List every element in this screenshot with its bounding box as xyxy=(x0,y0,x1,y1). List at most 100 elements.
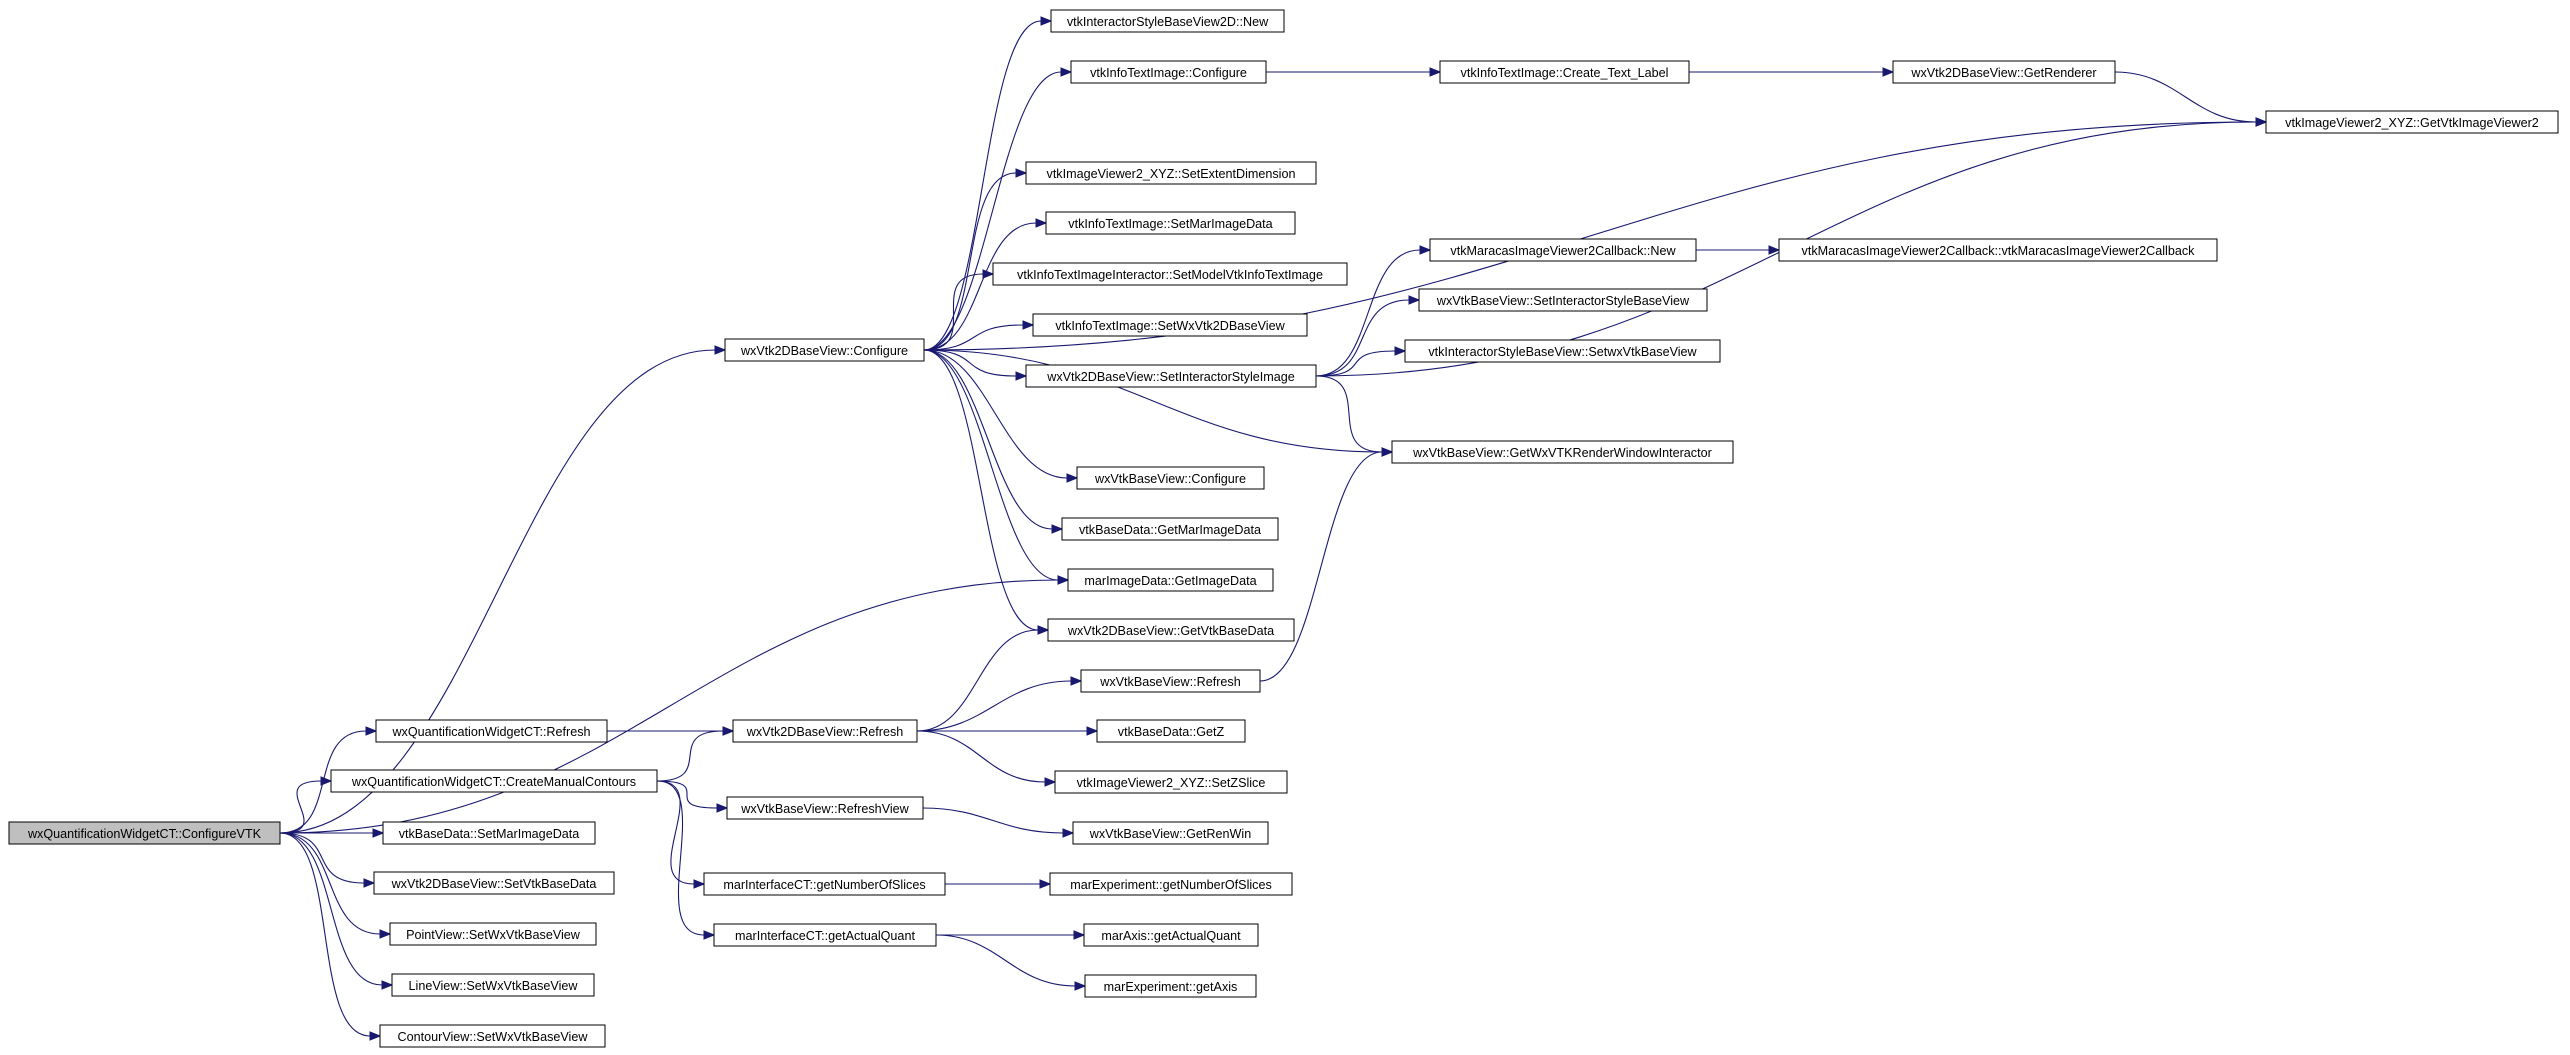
node-box[interactable] xyxy=(1439,60,1690,84)
node-box[interactable] xyxy=(1025,364,1317,388)
node-box[interactable] xyxy=(1054,770,1288,794)
node-configurevtk[interactable]: wxQuantificationWidgetCT::ConfigureVTK xyxy=(8,821,281,845)
arrowhead-vb-refresh xyxy=(1070,676,1083,686)
node-label: vtkInfoTextImage::SetWxVtk2DBaseView xyxy=(1055,319,1285,333)
node-mic-getnumslices[interactable]: marInterfaceCT::getNumberOfSlices xyxy=(703,872,946,896)
node-label: vtkImageViewer2_XYZ::GetVtkImageViewer2 xyxy=(2285,116,2539,130)
node-iv2-setextent[interactable]: vtkImageViewer2_XYZ::SetExtentDimension xyxy=(1025,161,1317,185)
node-v2d-refresh[interactable]: wxVtk2DBaseView::Refresh xyxy=(732,719,918,743)
node-box[interactable] xyxy=(1778,238,2218,262)
node-bd-setmarimage[interactable]: vtkBaseData::SetMarImageData xyxy=(382,821,596,845)
node-label: vtkImageViewer2_XYZ::SetExtentDimension xyxy=(1047,167,1296,181)
node-vb-refreshview[interactable]: wxVtkBaseView::RefreshView xyxy=(726,796,924,820)
node-vb-getrenwin[interactable]: wxVtkBaseView::GetRenWin xyxy=(1072,821,1269,845)
node-info-createlabel[interactable]: vtkInfoTextImage::Create_Text_Label xyxy=(1439,60,1690,84)
node-v2d-configure[interactable]: wxVtk2DBaseView::Configure xyxy=(724,338,925,362)
node-box[interactable] xyxy=(1050,9,1285,33)
node-box[interactable] xyxy=(375,719,608,743)
node-box[interactable] xyxy=(732,719,918,743)
node-box[interactable] xyxy=(1047,618,1295,642)
node-maracas-new[interactable]: vtkMaracasImageViewer2Callback::New xyxy=(1429,238,1697,262)
node-box[interactable] xyxy=(1072,821,1269,845)
node-box[interactable] xyxy=(330,769,658,793)
node-label: wxVtk2DBaseView::Refresh xyxy=(746,725,904,739)
node-v2d-setinteractorstyle[interactable]: wxVtk2DBaseView::SetInteractorStyleImage xyxy=(1025,364,1317,388)
node-box[interactable] xyxy=(2265,110,2559,134)
node-box[interactable] xyxy=(1391,440,1734,464)
node-box[interactable] xyxy=(724,338,925,362)
node-box[interactable] xyxy=(726,796,924,820)
node-box[interactable] xyxy=(1032,313,1308,337)
edge-configurevtk-to-v2d-configure xyxy=(279,349,716,834)
node-box[interactable] xyxy=(1892,60,2116,84)
node-qw-refresh[interactable]: wxQuantificationWidgetCT::Refresh xyxy=(375,719,608,743)
node-label: wxVtk2DBaseView::SetInteractorStyleImage xyxy=(1046,370,1295,384)
node-iv2-getvtkimageviewer2[interactable]: vtkImageViewer2_XYZ::GetVtkImageViewer2 xyxy=(2265,110,2559,134)
node-contour-setwx[interactable]: ContourView::SetWxVtkBaseView xyxy=(379,1024,606,1048)
node-info-setmarimage[interactable]: vtkInfoTextImage::SetMarImageData xyxy=(1045,211,1296,235)
node-iv2-setzslice[interactable]: vtkImageViewer2_XYZ::SetZSlice xyxy=(1054,770,1288,794)
node-box[interactable] xyxy=(1096,719,1246,743)
arrowhead-qw-refresh xyxy=(365,726,378,736)
node-box[interactable] xyxy=(391,973,595,997)
node-style2d-new[interactable]: vtkInteractorStyleBaseView2D::New xyxy=(1050,9,1285,33)
node-box[interactable] xyxy=(8,821,281,845)
node-box[interactable] xyxy=(1070,60,1267,84)
node-box[interactable] xyxy=(703,872,946,896)
node-vb-getrenderwindowinteractor[interactable]: wxVtkBaseView::GetWxVTKRenderWindowInter… xyxy=(1391,440,1734,464)
node-box[interactable] xyxy=(1049,872,1293,896)
node-axis-getactualquant[interactable]: marAxis::getActualQuant xyxy=(1083,923,1259,947)
node-isb-setwx[interactable]: vtkInteractorStyleBaseView::SetwxVtkBase… xyxy=(1404,339,1721,363)
node-label: vtkMaracasImageViewer2Callback::vtkMarac… xyxy=(1802,244,2196,258)
arrowhead-iv2-getvtkimageviewer2 xyxy=(2255,117,2268,127)
edge-v2d-getrenderer-to-iv2-getvtkimageviewer2 xyxy=(2114,71,2257,123)
edge-configurevtk-to-line-setwx xyxy=(279,832,383,986)
node-box[interactable] xyxy=(1080,669,1261,693)
node-box[interactable] xyxy=(1084,974,1257,998)
node-vb-setinteractorstyle[interactable]: wxVtkBaseView::SetInteractorStyleBaseVie… xyxy=(1418,288,1708,312)
node-mic-getactualquant[interactable]: marInterfaceCT::getActualQuant xyxy=(713,923,937,947)
node-label: marAxis::getActualQuant xyxy=(1101,929,1241,943)
node-infointer-setmodel[interactable]: vtkInfoTextImageInteractor::SetModelVtkI… xyxy=(992,262,1348,286)
node-box[interactable] xyxy=(382,821,596,845)
node-box[interactable] xyxy=(1045,211,1296,235)
node-info-configure[interactable]: vtkInfoTextImage::Configure xyxy=(1070,60,1267,84)
node-v2d-getvtkbasedata[interactable]: wxVtk2DBaseView::GetVtkBaseData xyxy=(1047,618,1295,642)
node-box[interactable] xyxy=(379,1024,606,1048)
node-point-setwx[interactable]: PointView::SetWxVtkBaseView xyxy=(389,922,597,946)
node-exp-getaxis[interactable]: marExperiment::getAxis xyxy=(1084,974,1257,998)
node-vb-configure[interactable]: wxVtkBaseView::Configure xyxy=(1076,466,1265,490)
node-label: wxVtk2DBaseView::GetRenderer xyxy=(1910,66,2096,80)
node-box[interactable] xyxy=(1404,339,1721,363)
node-maracas-ctor[interactable]: vtkMaracasImageViewer2Callback::vtkMarac… xyxy=(1778,238,2218,262)
node-box[interactable] xyxy=(1429,238,1697,262)
edge-v2d-configure-to-vb-getrenderwindowinteractor xyxy=(923,349,1383,453)
node-line-setwx[interactable]: LineView::SetWxVtkBaseView xyxy=(391,973,595,997)
node-box[interactable] xyxy=(1067,568,1274,592)
node-vb-refresh[interactable]: wxVtkBaseView::Refresh xyxy=(1080,669,1261,693)
node-mar-getimagedata[interactable]: marImageData::GetImageData xyxy=(1067,568,1274,592)
arrowhead-line-setwx xyxy=(381,980,394,990)
node-v2d-getrenderer[interactable]: wxVtk2DBaseView::GetRenderer xyxy=(1892,60,2116,84)
node-box[interactable] xyxy=(373,871,615,895)
arrowhead-mic-getactualquant xyxy=(703,930,716,940)
node-qw-createmanual[interactable]: wxQuantificationWidgetCT::CreateManualCo… xyxy=(330,769,658,793)
node-info-setwxvtk2d[interactable]: vtkInfoTextImage::SetWxVtk2DBaseView xyxy=(1032,313,1308,337)
arrowhead-isb-setwx xyxy=(1394,346,1407,356)
arrowhead-maracas-ctor xyxy=(1768,245,1781,255)
node-box[interactable] xyxy=(992,262,1348,286)
arrowhead-v2d-getrenderer xyxy=(1882,67,1895,77)
node-bd-getz[interactable]: vtkBaseData::GetZ xyxy=(1096,719,1246,743)
node-box[interactable] xyxy=(713,923,937,947)
arrowhead-vb-refreshview xyxy=(716,803,729,813)
node-box[interactable] xyxy=(389,922,597,946)
node-box[interactable] xyxy=(1076,466,1265,490)
node-exp-getnumslices[interactable]: marExperiment::getNumberOfSlices xyxy=(1049,872,1293,896)
node-v2d-setvtkbasedata[interactable]: wxVtk2DBaseView::SetVtkBaseData xyxy=(373,871,615,895)
node-box[interactable] xyxy=(1061,517,1279,541)
node-bd-getmarimage[interactable]: vtkBaseData::GetMarImageData xyxy=(1061,517,1279,541)
node-label: vtkBaseData::GetMarImageData xyxy=(1079,523,1261,537)
node-box[interactable] xyxy=(1025,161,1317,185)
node-box[interactable] xyxy=(1083,923,1259,947)
node-box[interactable] xyxy=(1418,288,1708,312)
